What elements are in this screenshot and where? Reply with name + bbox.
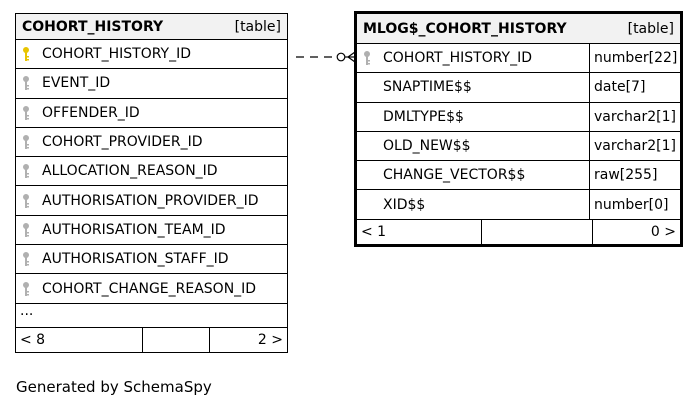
column-row[interactable]: AUTHORISATION_STAFF_ID [16, 245, 287, 275]
column-row[interactable]: COHORT_CHANGE_REASON_ID [16, 274, 287, 304]
column-name: COHORT_HISTORY_ID [383, 50, 533, 67]
column-name: EVENT_ID [42, 75, 111, 92]
column-row[interactable]: COHORT_HISTORY_ID [16, 40, 287, 70]
column-type: date[7] [589, 73, 680, 102]
column-row[interactable]: COHORT_PROVIDER_ID [16, 128, 287, 158]
column-name: COHORT_HISTORY_ID [42, 46, 192, 63]
table-name: MLOG$_COHORT_HISTORY [363, 20, 567, 37]
column-row[interactable]: OLD_NEW$$ varchar2[1] [357, 131, 680, 162]
mlog-cohort-history-table[interactable]: MLOG$_COHORT_HISTORY [table] COHORT_HIST… [354, 11, 683, 247]
column-row[interactable]: COHORT_HISTORY_ID number[22] [357, 44, 680, 74]
column-name: COHORT_PROVIDER_ID [42, 134, 203, 151]
column-cell: ALLOCATION_REASON_ID [16, 157, 287, 185]
column-cell: CHANGE_VECTOR$$ [357, 161, 589, 189]
parents-count[interactable]: < 1 [357, 219, 482, 244]
column-name: AUTHORISATION_STAFF_ID [42, 251, 229, 268]
column-type: number[22] [589, 44, 680, 73]
column-name: ALLOCATION_REASON_ID [42, 163, 218, 180]
footer-spacer [143, 327, 210, 352]
column-name: COHORT_CHANGE_REASON_ID [42, 280, 257, 297]
column-cell: XID$$ [357, 190, 589, 218]
column-row[interactable]: OFFENDER_ID [16, 99, 287, 128]
column-cell: AUTHORISATION_PROVIDER_ID [16, 186, 287, 214]
column-cell: COHORT_HISTORY_ID [16, 40, 287, 68]
column-name: DMLTYPE$$ [383, 108, 464, 125]
column-type: varchar2[1] [589, 102, 680, 131]
column-cell: AUTHORISATION_TEAM_ID [16, 216, 287, 244]
foreign-key-icon [23, 222, 29, 237]
column-row[interactable]: DMLTYPE$$ varchar2[1] [357, 102, 680, 132]
column-type: raw[255] [589, 161, 680, 190]
column-cell: DMLTYPE$$ [357, 103, 589, 131]
crowfoot-upper-icon [347, 51, 356, 58]
column-row[interactable]: CHANGE_VECTOR$$ raw[255] [357, 161, 680, 191]
more-columns: ... [16, 304, 287, 328]
column-cell: COHORT_CHANGE_REASON_ID [16, 274, 287, 302]
table-header: MLOG$_COHORT_HISTORY [table] [357, 14, 680, 44]
column-row[interactable]: XID$$ number[0] [357, 190, 680, 220]
column-type: number[0] [589, 190, 680, 219]
table-kind: [table] [234, 18, 281, 35]
cohort-history-table[interactable]: COHORT_HISTORY [table] COHORT_HISTORY_ID… [15, 13, 288, 353]
parents-count[interactable]: < 8 [16, 327, 143, 352]
column-name: XID$$ [383, 196, 426, 213]
column-cell: AUTHORISATION_STAFF_ID [16, 245, 287, 273]
table-name: COHORT_HISTORY [22, 18, 164, 35]
column-row[interactable]: AUTHORISATION_TEAM_ID [16, 216, 287, 246]
column-row[interactable]: AUTHORISATION_PROVIDER_ID [16, 186, 287, 216]
foreign-key-icon [364, 51, 370, 66]
column-cell: OLD_NEW$$ [357, 132, 589, 160]
generated-by-credit: Generated by SchemaSpy [16, 378, 212, 396]
table-footer: < 1 0 > [357, 219, 680, 244]
footer-spacer [482, 219, 593, 244]
column-name: CHANGE_VECTOR$$ [383, 167, 526, 184]
foreign-key-icon [23, 105, 29, 120]
foreign-key-icon [23, 252, 29, 267]
column-name: SNAPTIME$$ [383, 79, 472, 96]
table-header: COHORT_HISTORY [table] [16, 14, 287, 40]
column-name: OLD_NEW$$ [383, 138, 471, 155]
optional-marker-icon [336, 52, 346, 62]
children-count[interactable]: 0 > [650, 223, 676, 240]
primary-key-icon [23, 47, 29, 62]
table-footer: < 8 2 > [16, 327, 287, 352]
foreign-key-icon [23, 281, 29, 296]
column-row[interactable]: SNAPTIME$$ date[7] [357, 73, 680, 103]
foreign-key-icon [23, 164, 29, 179]
table-kind: [table] [627, 20, 674, 37]
foreign-key-icon [23, 135, 29, 150]
column-name: AUTHORISATION_PROVIDER_ID [42, 192, 259, 209]
column-cell: EVENT_ID [16, 69, 287, 97]
column-cell: COHORT_HISTORY_ID [357, 44, 589, 72]
foreign-key-icon [23, 76, 29, 91]
column-name: OFFENDER_ID [42, 104, 140, 121]
foreign-key-icon [23, 193, 29, 208]
column-row[interactable]: EVENT_ID [16, 69, 287, 99]
column-type: varchar2[1] [589, 131, 680, 161]
children-count[interactable]: 2 > [257, 331, 283, 348]
column-cell: OFFENDER_ID [16, 99, 287, 127]
crowfoot-lower-icon [347, 56, 356, 63]
column-name: AUTHORISATION_TEAM_ID [42, 221, 226, 238]
column-cell: SNAPTIME$$ [357, 73, 589, 101]
column-row[interactable]: ALLOCATION_REASON_ID [16, 157, 287, 187]
column-cell: COHORT_PROVIDER_ID [16, 128, 287, 156]
